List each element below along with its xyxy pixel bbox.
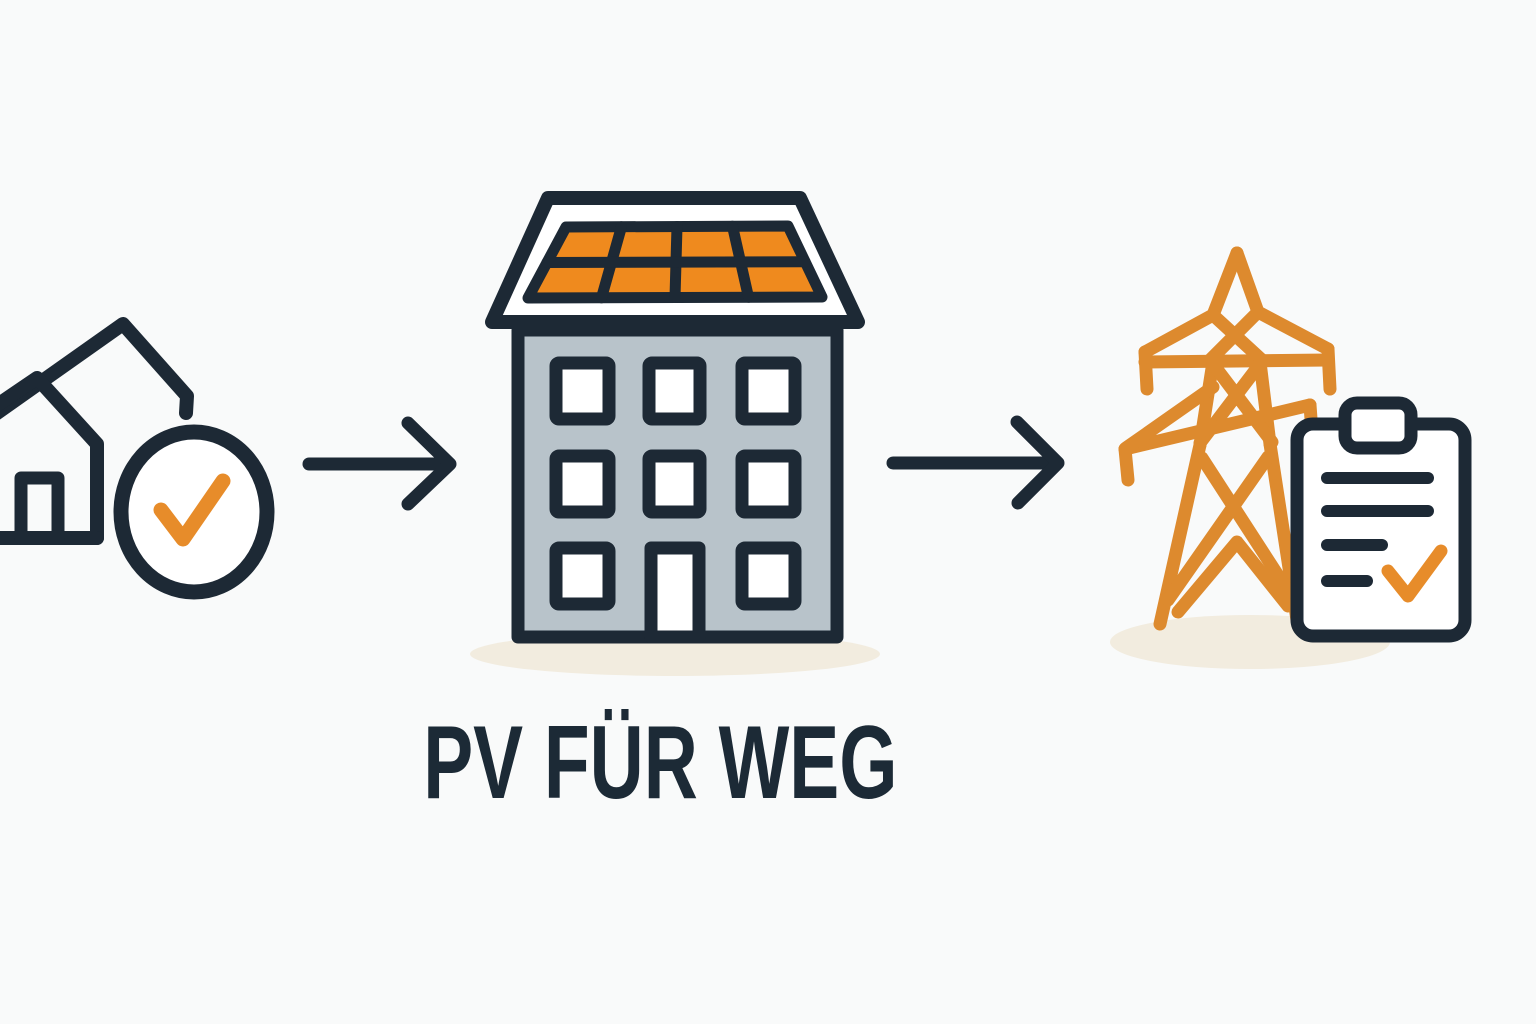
tower-arm-stub: [1138, 345, 1154, 396]
house-icon: [0, 317, 194, 545]
tower-peak-right: [1230, 246, 1335, 356]
tower-brace: [1203, 305, 1265, 367]
arrow-head: [1010, 415, 1065, 510]
tower-brace: [1119, 380, 1220, 455]
door-icon: [14, 471, 65, 545]
transmission-tower-icon: [1118, 246, 1337, 631]
apartment-building-icon: [485, 191, 865, 644]
window-icon: [642, 449, 707, 519]
window-icon: [549, 449, 616, 519]
clipboard-clip: [1338, 396, 1418, 455]
window-icon: [735, 449, 802, 519]
house-front-roof-wall: [0, 371, 104, 545]
solar-grid-line: [541, 256, 811, 268]
arrow-right-icon: [302, 416, 457, 511]
window-icon: [549, 356, 616, 426]
door-icon: [644, 541, 706, 644]
check-circle-icon: [113, 424, 275, 600]
tower-brace: [1206, 357, 1279, 449]
diagram-title: PV FÜR WEG: [0, 705, 1320, 821]
solar-panel-icon: [522, 220, 828, 304]
diagram-title-text: PV FÜR WEG: [422, 705, 898, 821]
window-icon: [549, 541, 616, 611]
window-icon: [735, 541, 802, 611]
window-icon: [642, 356, 707, 426]
checkmark-icon: [1381, 544, 1448, 603]
tower-brace: [1161, 450, 1275, 607]
window-icon: [735, 356, 802, 426]
tower-brace: [1195, 451, 1299, 604]
arrow-head: [401, 416, 457, 511]
tower-arm-stub: [1321, 342, 1337, 396]
clipboard-icon: [1290, 396, 1472, 643]
clipboard-body: [1290, 417, 1472, 643]
tower-base-brace: [1171, 535, 1295, 619]
house-back-roof: [0, 317, 194, 420]
tower-upper-arm: [1138, 353, 1335, 369]
checkmark-icon: [153, 473, 231, 547]
arrow-right-icon: [886, 415, 1065, 510]
tower-lower-arm: [1118, 398, 1317, 456]
tower-peak-left: [1138, 246, 1244, 359]
